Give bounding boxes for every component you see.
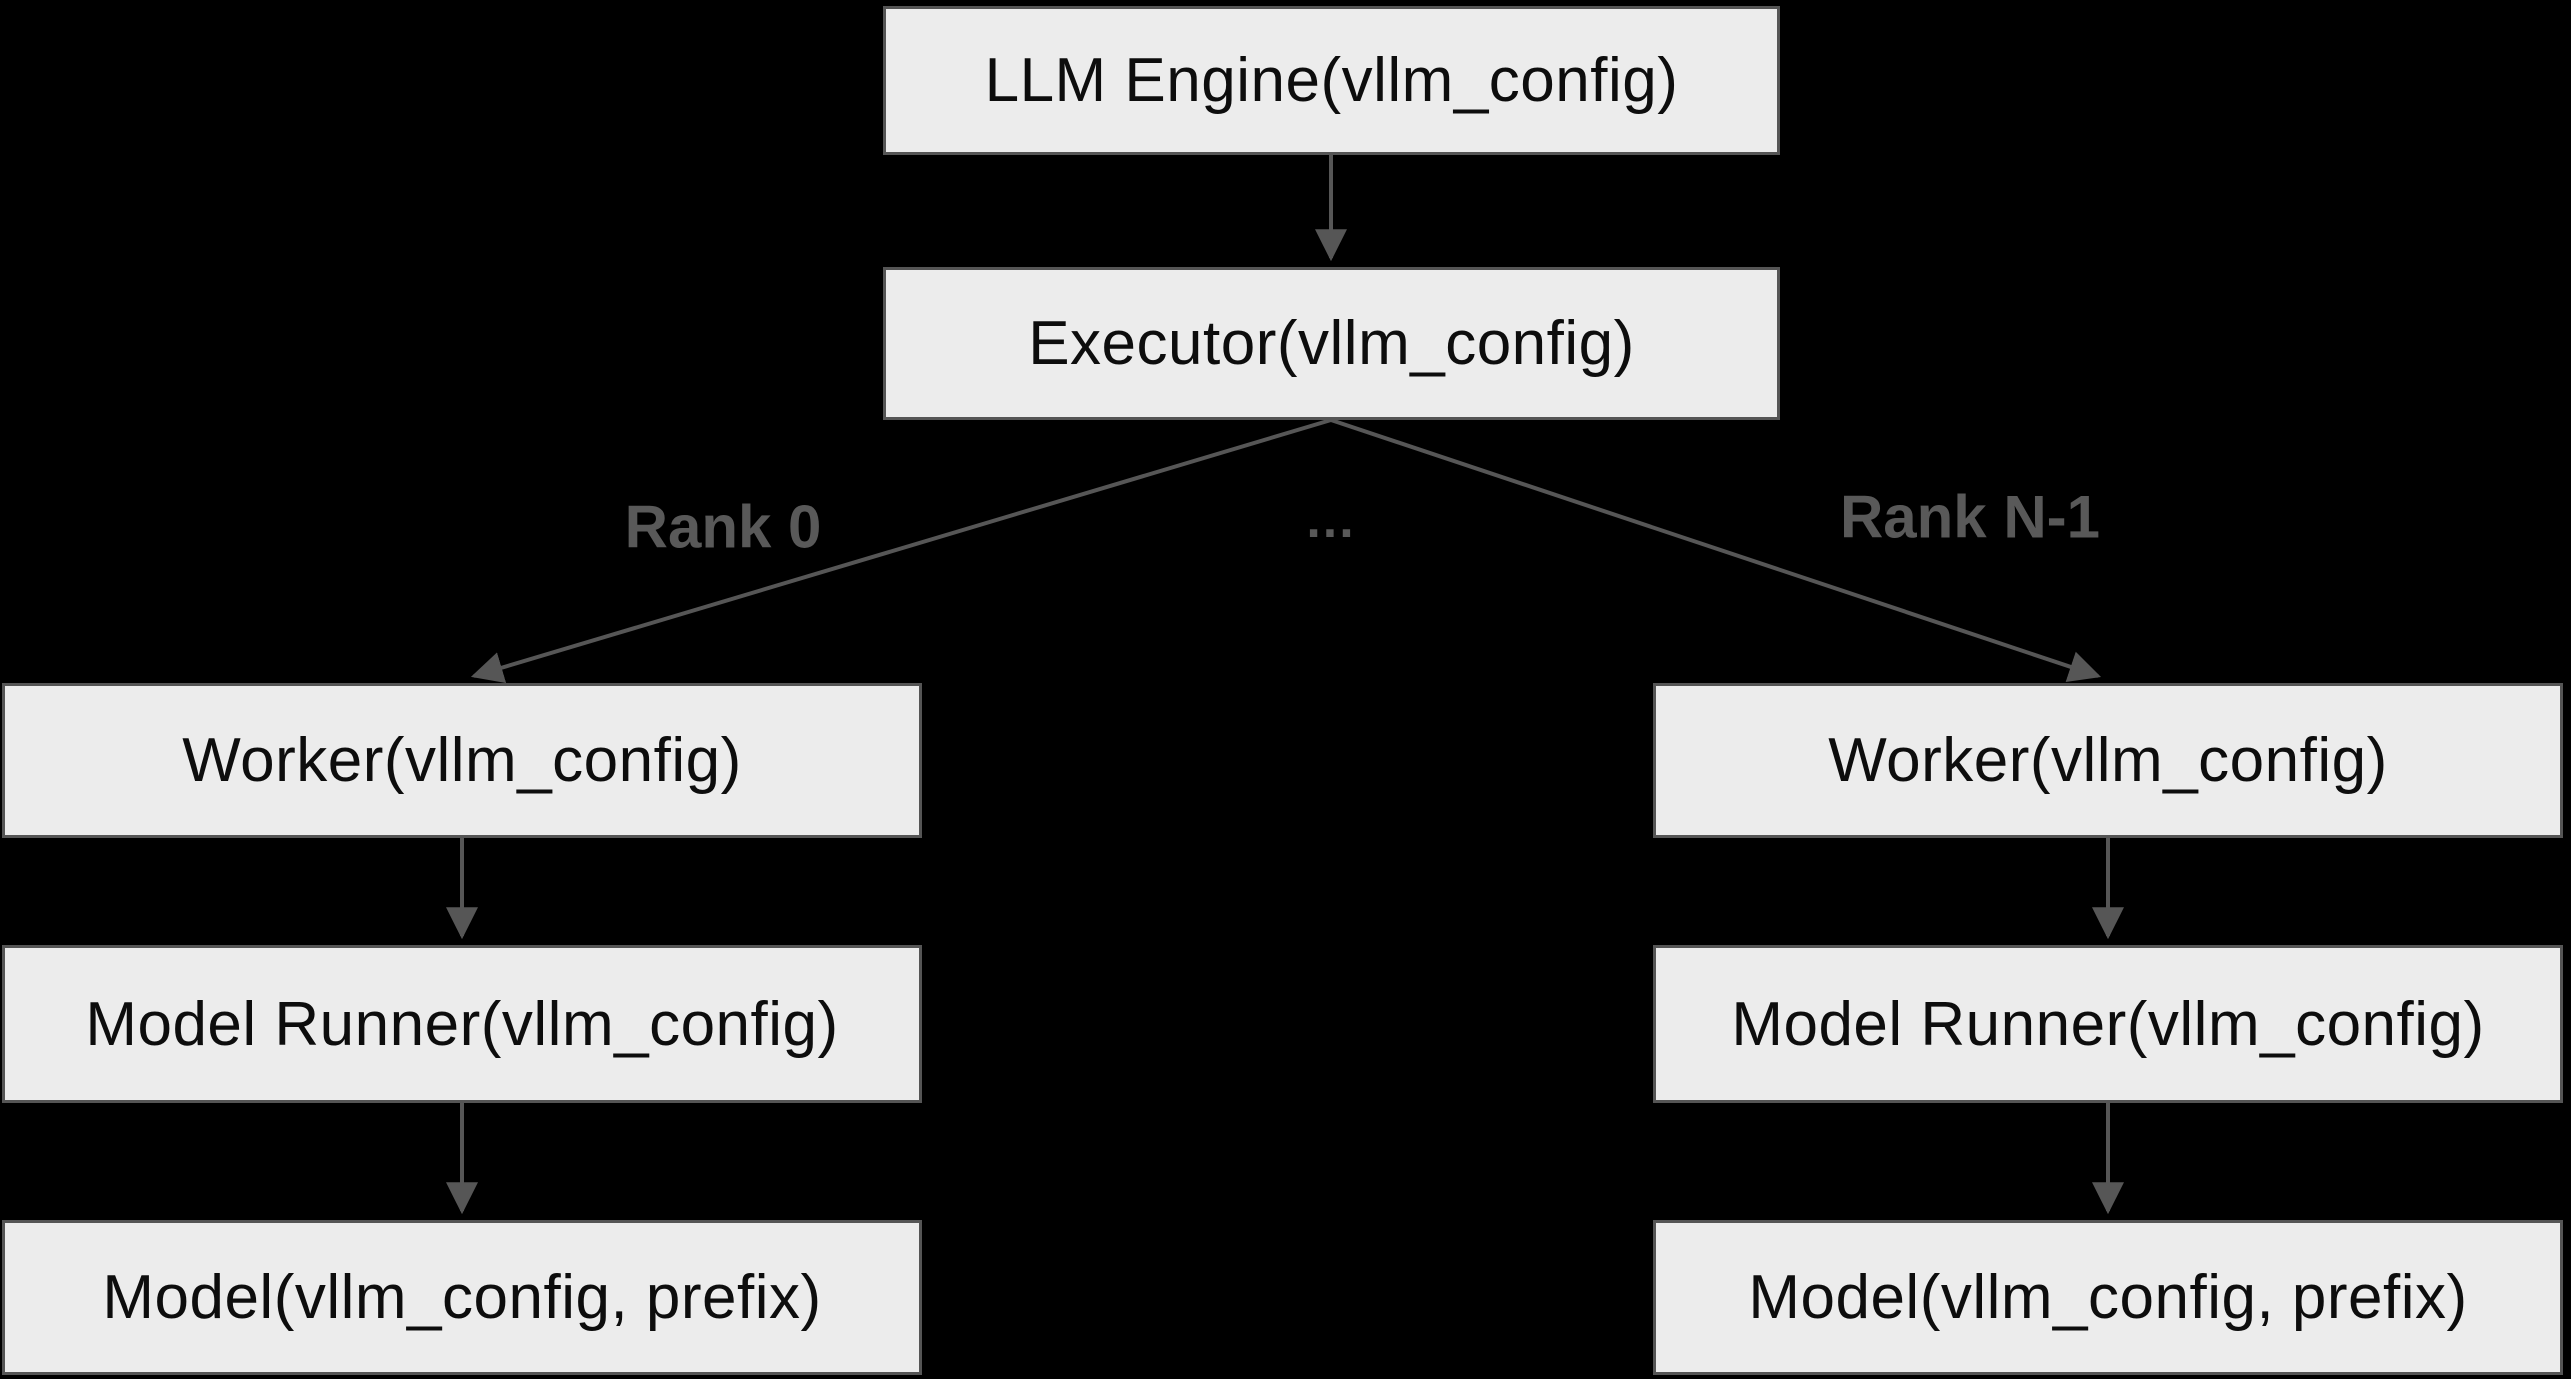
node-worker-rank0: Worker(vllm_config) (2, 683, 922, 838)
edge-label-rank-0: Rank 0 (624, 493, 822, 561)
node-model-runner-rankn: Model Runner(vllm_config) (1653, 945, 2563, 1103)
node-model-rankn: Model(vllm_config, prefix) (1653, 1220, 2563, 1375)
node-executor: Executor(vllm_config) (883, 267, 1780, 420)
node-model-rank0: Model(vllm_config, prefix) (2, 1220, 922, 1375)
node-model-runner-rank0: Model Runner(vllm_config) (2, 945, 922, 1103)
edge-executor-to-worker-rank0 (470, 418, 1332, 684)
node-llm-engine: LLM Engine(vllm_config) (883, 6, 1780, 155)
edge-label-rank-n-1: Rank N-1 (1839, 483, 2101, 551)
edge-label-ellipsis: ... (1306, 491, 1356, 549)
node-worker-rankn: Worker(vllm_config) (1653, 683, 2563, 838)
